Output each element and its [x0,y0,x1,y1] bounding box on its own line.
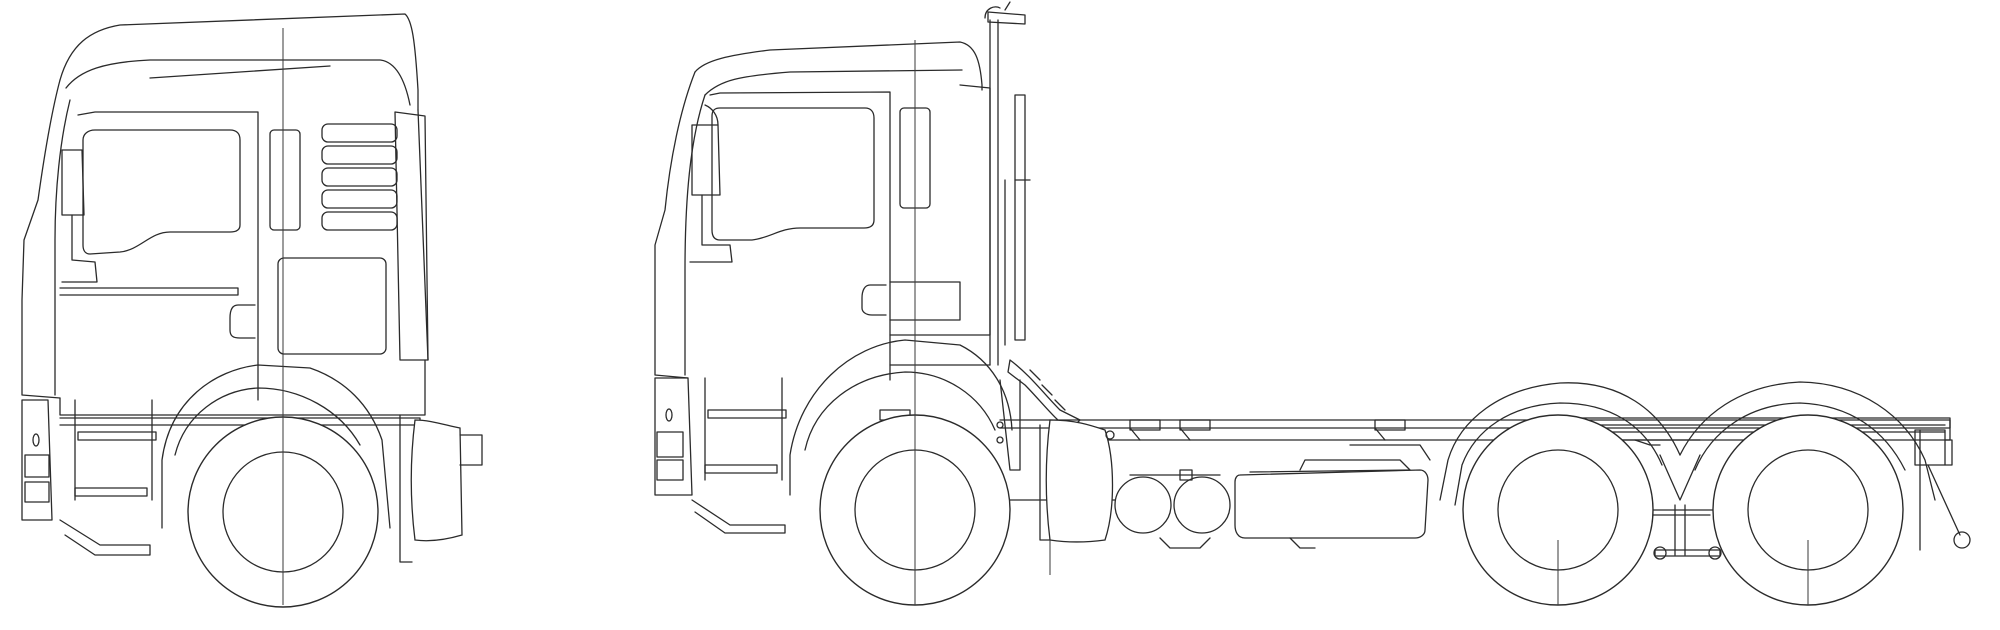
mirror-arm [61,214,98,283]
truck-front-wheel-arch [789,339,1013,496]
rear-side-window [269,129,301,231]
truck-cab-roof [694,41,983,91]
fuel-tank [1234,469,1429,539]
cab-front-profile [21,79,61,399]
cross-bracket-1 [1129,419,1161,431]
rear-suspension [1639,454,1722,560]
rear-mudguard-1-inner [1454,402,1663,506]
truck-rear-wheel-1 [1462,414,1654,606]
cab-steps [74,399,157,501]
cab-front-inner [54,99,71,396]
truck-front-bumper [654,377,693,496]
door-trim-line [59,287,239,296]
truck-front-arch-inner [804,371,996,451]
air-tanks [1114,469,1231,534]
cab-roof-outline [59,13,419,111]
truck-mirror-arm [704,104,719,126]
mudguard-bracket [1634,439,1661,446]
truck-under-step [691,499,786,534]
cab-roof-inner-line [65,59,411,106]
full-truck-side-view [654,1,1971,606]
truck-rear-lower-panel [889,281,961,321]
truck-cab-steps [704,377,787,481]
intake-corrugations [1029,369,1066,411]
truck-cab-front-inner [684,94,706,376]
truck-mirror-lower-arm [689,194,733,263]
cab-side-view [21,13,483,608]
indicator [32,433,40,447]
a-pillar [77,111,259,401]
fuel-tank-strap [1249,469,1411,473]
truck-side-mirror [691,124,721,196]
rear-bracket [459,434,483,466]
tank-mounts [1159,537,1316,549]
rear-lower-panel [277,257,387,355]
under-bumper-step [59,519,151,556]
cab-rear-edge [417,109,429,361]
tank-support [1299,459,1411,471]
wheel-arch [161,364,391,529]
cab-mount-bolt-2 [996,436,1004,444]
truck-cab-roof-inner [704,69,963,96]
frame-detail [1349,444,1431,461]
cab-rear-mount [399,414,413,563]
cross-bracket-3 [1374,419,1406,431]
cab-mount-bolt-1 [996,421,1004,429]
side-vents [321,123,398,231]
rear-mudguard-2-inner [1694,402,1906,471]
cab-rear-wheel-partial [410,419,463,542]
truck-cab-rear-wall [889,84,991,336]
truck-a-pillar [709,91,891,381]
front-bumper [21,399,53,521]
cab-floor-line [59,359,426,416]
truck-second-steer-tire [1045,419,1114,543]
rear-mudguard-2 [1679,381,1936,501]
headlamp [24,454,50,478]
truck-cab-front [654,71,696,379]
exhaust-stack [984,1,1031,366]
truck-headlamp [656,431,684,458]
truck-rear-wheel-2 [1712,414,1904,606]
door-handle [229,304,256,339]
steer-pivot [1105,430,1115,440]
cab-roof-spoiler-line [149,65,331,79]
chassis-rail [59,417,421,426]
cross-bracket-2 [1179,419,1211,431]
truck-fog-lamp [656,459,684,481]
cab-mount-bracket [999,379,1021,471]
rear-light-assembly [1914,429,1971,551]
rear-mudguard-1 [1439,382,1681,501]
steer-mount [1039,424,1051,541]
truck-indicator [665,408,673,422]
door-window [82,129,241,255]
wheel-arch-inner [174,387,361,456]
truck-door-window [711,107,875,241]
side-mirror [61,149,85,216]
fog-lamp [24,481,50,503]
truck-door-handle [861,284,887,316]
